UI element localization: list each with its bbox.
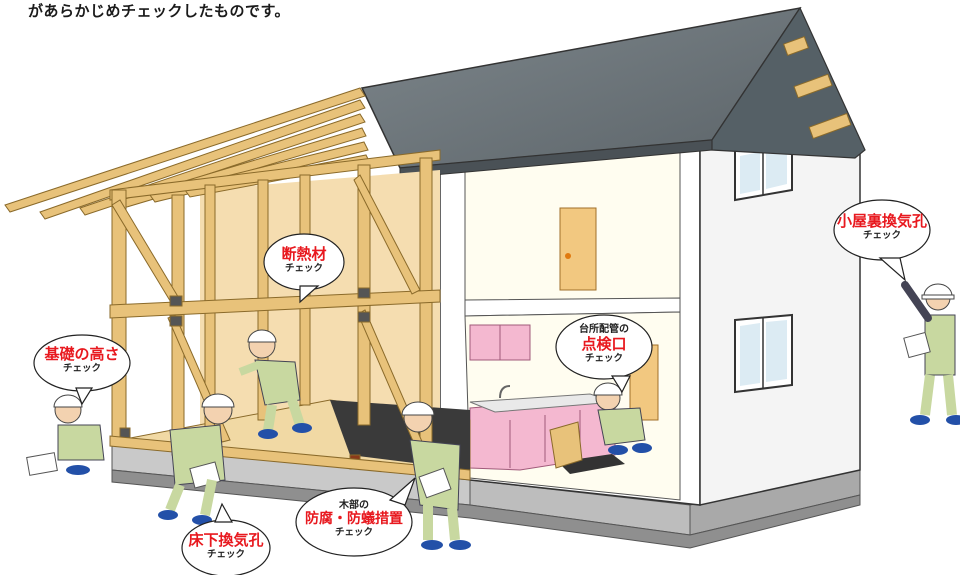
callout-attic-vent-title: 小屋裏換気孔	[836, 212, 927, 230]
callout-kitchen-inspection: 台所配管の 点検口 チェック	[556, 324, 652, 364]
callout-kitchen-inspection-pre: 台所配管の	[579, 324, 629, 335]
callout-underfloor-vent-sub: チェック	[206, 548, 245, 560]
callout-wood-protection-pre: 木部の	[339, 500, 369, 511]
timber-frame	[4, 87, 471, 481]
callout-kitchen-inspection-title: 点検口	[581, 335, 627, 353]
callout-foundation-height-sub: チェック	[62, 362, 101, 374]
roof	[360, 6, 866, 179]
callout-insulation-title: 断熱材	[281, 245, 327, 263]
interior-door	[559, 207, 597, 291]
worker-underfloor	[158, 393, 235, 525]
callout-attic-vent: 小屋裏換気孔 チェック	[834, 213, 930, 241]
callout-underfloor-vent: 床下換気孔 チェック	[182, 532, 270, 560]
callout-wood-protection: 木部の 防腐・防蟻措置 チェック	[296, 500, 412, 539]
callout-insulation-sub: チェック	[284, 262, 323, 274]
callout-insulation: 断熱材 チェック	[264, 246, 344, 274]
inspection-hatch	[549, 421, 625, 474]
header-text: があらかじめチェックしたものです。	[28, 2, 291, 20]
worker-attic	[901, 281, 960, 425]
worker-wood-protection	[401, 401, 471, 550]
callout-underfloor-vent-title: 床下換気孔	[188, 531, 264, 549]
lower-window	[734, 313, 793, 394]
callout-wood-protection-title: 防腐・防蟻措置	[305, 511, 403, 527]
callout-kitchen-inspection-sub: チェック	[584, 352, 623, 364]
callout-attic-vent-sub: チェック	[862, 229, 901, 241]
callout-wood-protection-sub: チェック	[334, 527, 373, 539]
bubble-shapes	[33, 199, 931, 575]
worker-insulation	[238, 329, 312, 439]
worker-foundation	[26, 394, 105, 476]
callout-foundation-height-title: 基礎の高さ	[44, 345, 120, 363]
callout-foundation-height: 基礎の高さ チェック	[34, 346, 130, 374]
